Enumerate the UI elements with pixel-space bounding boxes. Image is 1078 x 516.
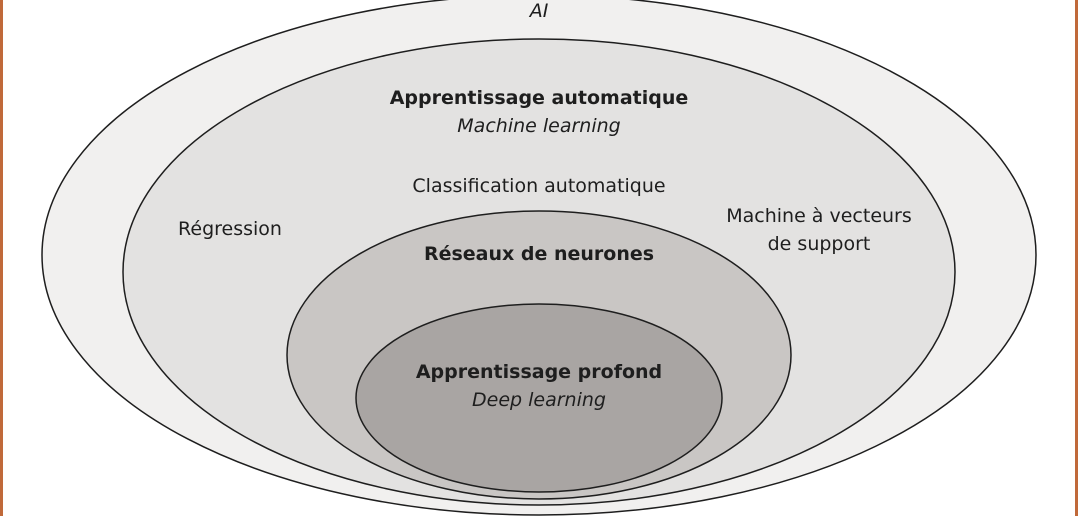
svm-label-line2: de support [767, 233, 871, 255]
deep-learning-subtitle: Deep learning [472, 389, 606, 411]
svm-label-line1: Machine à vecteurs [726, 205, 912, 227]
regression-label: Régression [178, 218, 282, 240]
frame-right-border [1075, 0, 1078, 516]
ellipse-deep-learning [355, 303, 723, 493]
neural-networks-title: Réseaux de neurones [423, 243, 655, 265]
deep-learning-title: Apprentissage profond [415, 361, 663, 383]
machine-learning-title: Apprentissage automatique [389, 87, 689, 109]
classification-label: Classification automatique [412, 175, 666, 197]
frame-left-border [0, 0, 3, 516]
machine-learning-subtitle: Machine learning [457, 115, 621, 137]
ai-label: AI [529, 0, 549, 22]
